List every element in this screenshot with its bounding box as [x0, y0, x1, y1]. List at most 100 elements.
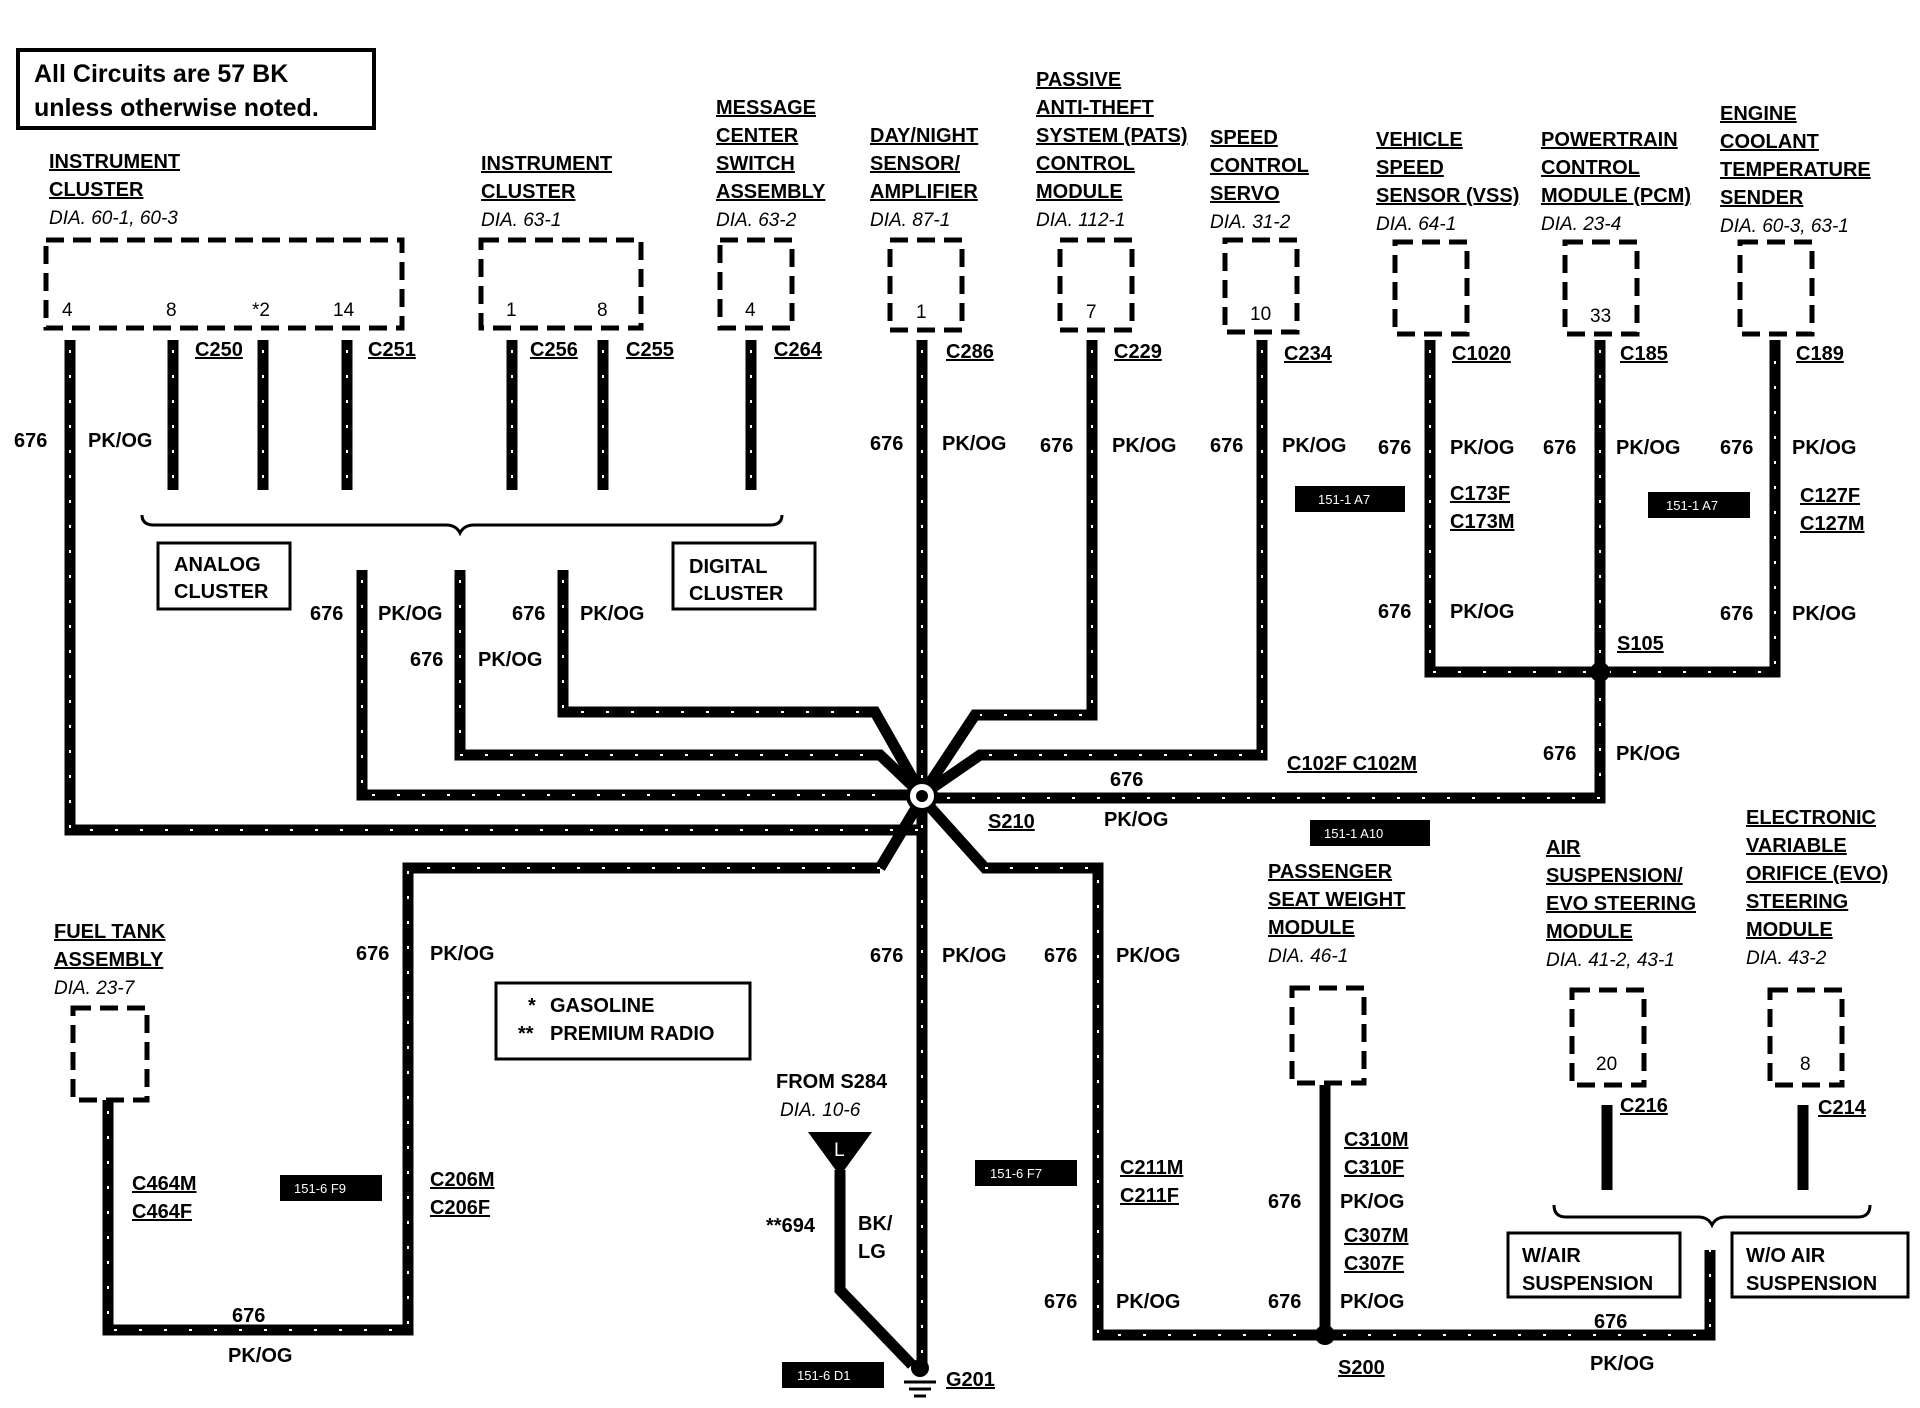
svg-text:CENTER: CENTER	[716, 125, 799, 147]
svg-text:C189: C189	[1796, 343, 1844, 365]
pcm-box	[1562, 239, 1640, 337]
svg-text:676: 676	[512, 603, 545, 625]
svg-text:C256: C256	[530, 339, 578, 361]
psw-box	[1289, 985, 1367, 1086]
svg-text:C251: C251	[368, 339, 416, 361]
note-line1: All Circuits are 57 BK	[34, 60, 288, 88]
svg-text:DIA. 10-6: DIA. 10-6	[780, 1100, 861, 1121]
svg-text:10: 10	[1250, 304, 1271, 325]
svg-text:151-6 D1: 151-6 D1	[797, 1368, 850, 1383]
svg-text:PK/OG: PK/OG	[1450, 601, 1514, 623]
svg-text:SUSPENSION: SUSPENSION	[1746, 1273, 1877, 1295]
wires	[64, 340, 1809, 1369]
svg-text:676: 676	[1378, 601, 1411, 623]
svg-text:C264: C264	[774, 339, 823, 361]
svg-text:676: 676	[410, 649, 443, 671]
wire-branch-c	[557, 570, 927, 798]
svg-text:CONTROL: CONTROL	[1541, 157, 1640, 179]
svg-text:676: 676	[1720, 603, 1753, 625]
svg-text:DIA. 64-1: DIA. 64-1	[1376, 214, 1456, 235]
svg-text:PK/OG: PK/OG	[1116, 945, 1180, 967]
svg-text:676: 676	[1044, 945, 1077, 967]
svg-text:C286: C286	[946, 341, 994, 363]
svg-text:SERVO: SERVO	[1210, 183, 1280, 205]
pats-box	[1057, 237, 1135, 333]
wire-s200	[917, 794, 1716, 1341]
svg-text:GASOLINE: GASOLINE	[550, 995, 654, 1017]
spd-box	[1222, 237, 1300, 335]
svg-text:676: 676	[232, 1305, 265, 1327]
svg-text:PK/OG: PK/OG	[1616, 437, 1680, 459]
svg-text:BK/: BK/	[858, 1213, 893, 1235]
group-brackets	[140, 514, 1910, 1299]
svg-text:PK/OG: PK/OG	[1340, 1291, 1404, 1313]
svg-text:SEAT WEIGHT: SEAT WEIGHT	[1268, 889, 1405, 911]
svg-text:SPEED: SPEED	[1210, 127, 1278, 149]
svg-text:G201: G201	[946, 1369, 995, 1391]
svg-text:DAY/NIGHT: DAY/NIGHT	[870, 125, 978, 147]
svg-text:DIA. 87-1: DIA. 87-1	[870, 210, 950, 231]
svg-text:676: 676	[310, 603, 343, 625]
svg-text:PK/OG: PK/OG	[580, 603, 644, 625]
svg-text:DIA. 41-2, 43-1: DIA. 41-2, 43-1	[1546, 950, 1675, 971]
svg-text:PK/OG: PK/OG	[430, 943, 494, 965]
wire-speed	[918, 340, 1268, 800]
svg-text:LG: LG	[858, 1241, 886, 1263]
svg-text:C307F: C307F	[1344, 1253, 1404, 1275]
wire-labels: 676 PK/OG 676 PK/OG 676 PK/OG 676 PK/OG …	[14, 430, 1856, 1375]
svg-text:C1020: C1020	[1452, 343, 1511, 365]
svg-text:DIA. 31-2: DIA. 31-2	[1210, 212, 1291, 233]
svg-text:8: 8	[597, 300, 608, 321]
svg-text:STEERING: STEERING	[1746, 891, 1848, 913]
ic1-title1: INSTRUMENT	[49, 151, 180, 173]
svg-text:C310F: C310F	[1344, 1157, 1404, 1179]
svg-text:MODULE (PCM): MODULE (PCM)	[1541, 185, 1691, 207]
svg-text:676: 676	[1268, 1291, 1301, 1313]
svg-text:MODULE: MODULE	[1746, 919, 1833, 941]
svg-text:676: 676	[14, 430, 47, 452]
svg-text:C255: C255	[626, 339, 674, 361]
svg-text:W/O AIR: W/O AIR	[1746, 1245, 1826, 1267]
svg-text:SPEED: SPEED	[1376, 157, 1444, 179]
svg-text:MODULE: MODULE	[1036, 181, 1123, 203]
svg-text:ANTI-THEFT: ANTI-THEFT	[1036, 97, 1154, 119]
svg-text:4: 4	[62, 300, 73, 321]
vss-box	[1392, 239, 1470, 337]
svg-text:PASSENGER: PASSENGER	[1268, 861, 1393, 883]
svg-text:DIGITAL: DIGITAL	[689, 556, 768, 578]
svg-text:151-1 A10: 151-1 A10	[1324, 826, 1383, 841]
msg-box	[717, 237, 795, 331]
svg-text:C234: C234	[1284, 343, 1333, 365]
svg-text:DIA. 63-2: DIA. 63-2	[716, 210, 797, 231]
svg-text:DIA. 43-2: DIA. 43-2	[1746, 948, 1827, 969]
svg-text:SYSTEM (PATS): SYSTEM (PATS)	[1036, 125, 1187, 147]
svg-text:C464M: C464M	[132, 1173, 196, 1195]
svg-text:ASSEMBLY: ASSEMBLY	[716, 181, 826, 203]
svg-text:CLUSTER: CLUSTER	[174, 581, 269, 603]
svg-text:676: 676	[870, 945, 903, 967]
svg-text:151-6 F7: 151-6 F7	[990, 1166, 1042, 1181]
splice-s105	[1590, 662, 1610, 682]
svg-text:676: 676	[1044, 1291, 1077, 1313]
svg-text:CONTROL: CONTROL	[1036, 153, 1135, 175]
svg-text:C206F: C206F	[430, 1197, 490, 1219]
svg-text:C206M: C206M	[430, 1169, 494, 1191]
svg-text:PK/OG: PK/OG	[1104, 809, 1168, 831]
svg-text:PK/OG: PK/OG	[88, 430, 152, 452]
wire-pats	[917, 340, 1098, 799]
svg-text:C464F: C464F	[132, 1201, 192, 1223]
svg-text:C307M: C307M	[1344, 1225, 1408, 1247]
svg-text:ELECTRONIC: ELECTRONIC	[1746, 807, 1876, 829]
svg-text:PK/OG: PK/OG	[378, 603, 442, 625]
ic1-dia: DIA. 60-1, 60-3	[49, 208, 178, 229]
svg-text:1: 1	[506, 300, 517, 321]
svg-text:33: 33	[1590, 306, 1611, 327]
svg-text:676: 676	[1040, 435, 1073, 457]
ic2-box	[478, 237, 644, 331]
svg-text:C310M: C310M	[1344, 1129, 1408, 1151]
svg-text:W/AIR: W/AIR	[1522, 1245, 1581, 1267]
svg-text:151-1 A7: 151-1 A7	[1318, 492, 1370, 507]
air-box	[1569, 987, 1647, 1088]
svg-text:MODULE: MODULE	[1546, 921, 1633, 943]
